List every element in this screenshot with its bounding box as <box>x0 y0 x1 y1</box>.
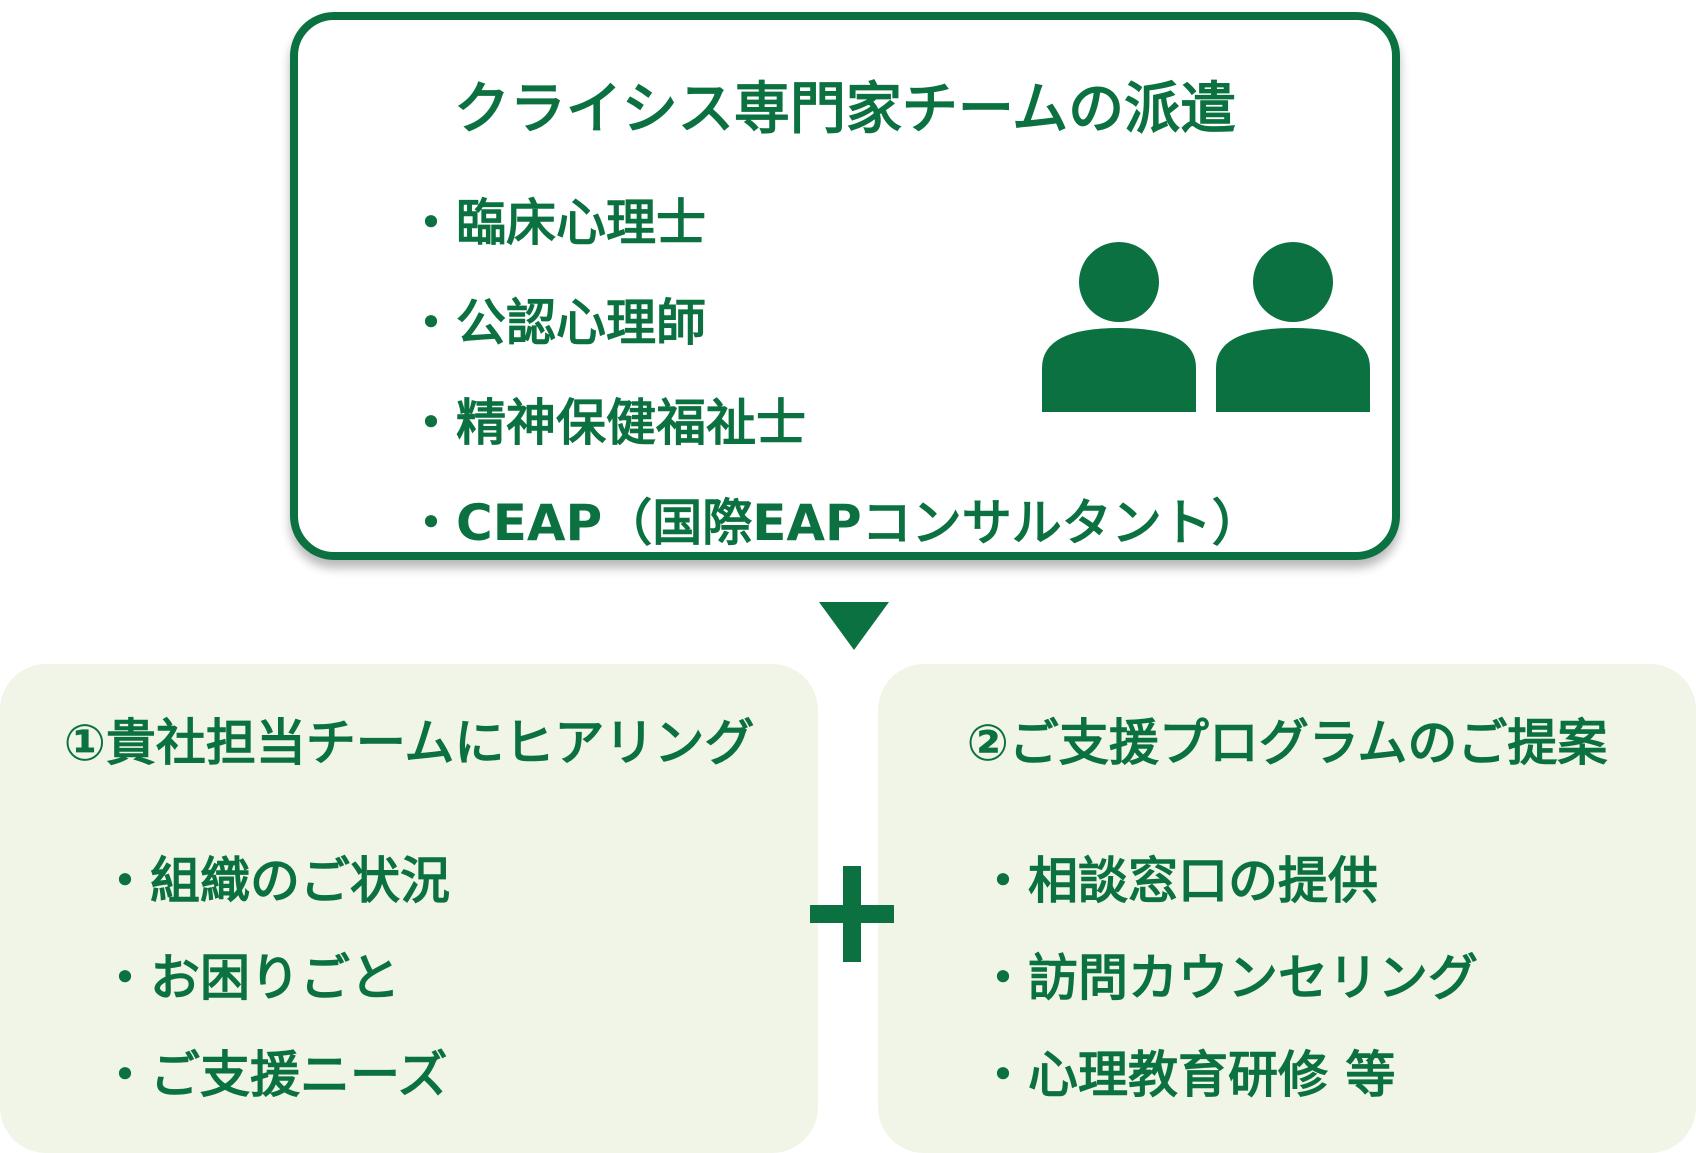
plus-icon <box>810 866 894 962</box>
people-icon <box>1042 242 1370 412</box>
member-clinical-psychologist: ・臨床心理士 <box>406 194 706 252</box>
person-body-right <box>1216 328 1370 412</box>
member-psychiatric-social-worker: ・精神保健福祉士 <box>406 394 806 452</box>
hearing-panel <box>0 664 818 1153</box>
person-head-left <box>1079 242 1159 322</box>
person-head-right <box>1253 242 1333 322</box>
hearing-title: ①貴社担当チームにヒアリング <box>63 714 755 772</box>
proposal-item-counseling: ・訪問カウンセリング <box>978 949 1478 1007</box>
triangle-down-icon <box>819 602 889 650</box>
proposal-item-training: ・心理教育研修 等 <box>978 1046 1396 1104</box>
team-title: クライシス専門家チームの派遣 <box>453 77 1237 142</box>
hearing-item-organization: ・組織のご状況 <box>100 852 450 910</box>
member-ceap: ・CEAP（国際EAPコンサルタント） <box>406 494 1262 552</box>
person-body-left <box>1042 328 1196 412</box>
hearing-item-needs: ・ご支援ニーズ <box>100 1046 448 1104</box>
crisis-team-box: クライシス専門家チームの派遣 ・臨床心理士 ・公認心理師 ・精神保健福祉士 ・C… <box>290 12 1400 560</box>
proposal-item-consultation: ・相談窓口の提供 <box>978 852 1378 910</box>
hearing-item-troubles: ・お困りごと <box>100 949 400 1007</box>
proposal-title: ②ご支援プログラムのご提案 <box>966 714 1608 772</box>
proposal-panel <box>878 664 1696 1153</box>
member-certified-psychologist: ・公認心理師 <box>406 294 706 352</box>
